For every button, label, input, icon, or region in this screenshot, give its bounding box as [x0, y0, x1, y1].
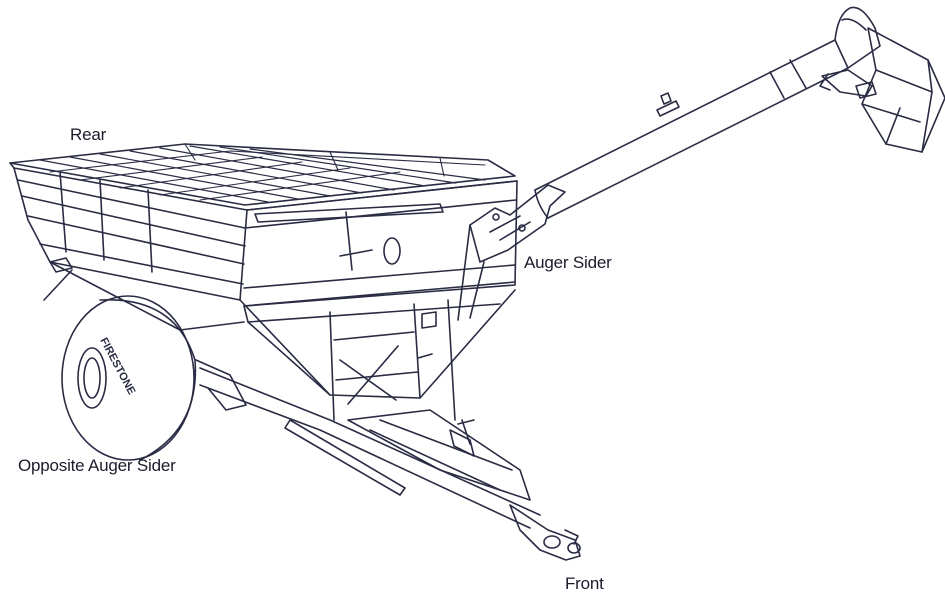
wheel: FIRESTONE — [44, 258, 246, 460]
rim — [78, 348, 106, 408]
sight-window — [384, 238, 400, 264]
hopper-front-wall — [244, 181, 517, 306]
grain-hopper — [10, 144, 517, 398]
frame — [200, 300, 580, 560]
label-front: Front — [565, 574, 604, 594]
label-auger-side: Auger Sider — [524, 253, 612, 273]
hopper-grating — [40, 146, 485, 202]
auger-tube — [535, 40, 848, 218]
auger — [535, 7, 945, 218]
label-opposite-auger-side: Opposite Auger Sider — [18, 456, 176, 476]
label-rear: Rear — [70, 125, 106, 145]
tire-brand: FIRESTONE — [97, 336, 137, 397]
